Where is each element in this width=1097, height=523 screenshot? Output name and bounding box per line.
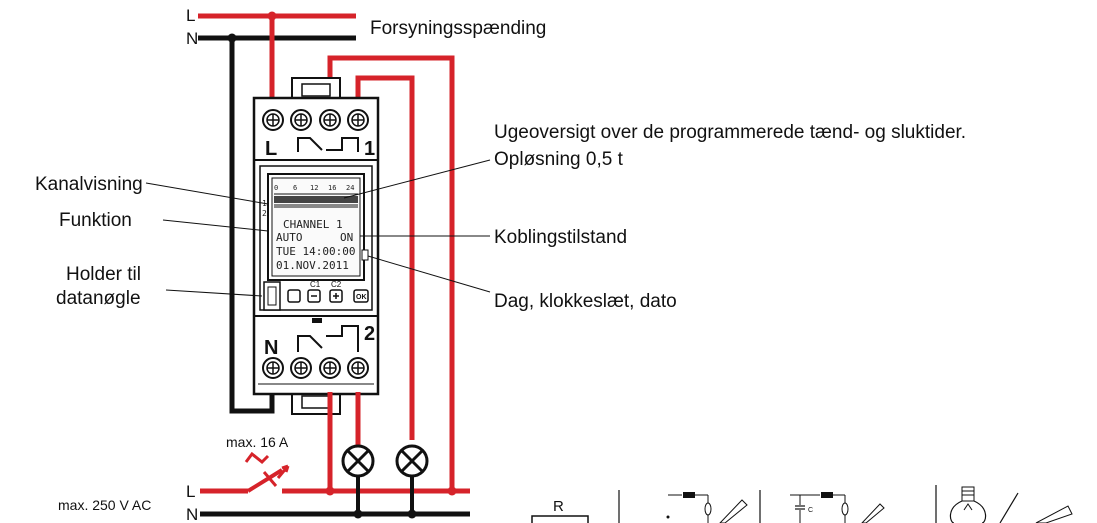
lcd-tick-label: 6 [293,184,297,192]
resistor-label: R [553,498,564,515]
lcd-switch-state: ON [340,231,353,244]
kanalvisning-label: Kanalvisning [35,174,143,195]
relay-contact-icon [297,137,359,152]
screw-terminal-icon [262,109,284,131]
load-label-L: L [186,482,195,501]
neutral-loop-wire [229,38,275,414]
screw-terminal-icon [290,109,312,131]
terminal-2-label: 2 [364,323,375,345]
screw-terminal-icon [290,357,312,379]
max-voltage-label: max. 250 V AC [58,497,151,513]
terminal-N-label: N [264,337,278,359]
screw-terminal-icon [347,109,369,131]
incandescent-bulb-icon [949,486,1073,523]
dag-klokkeslaet-label: Dag, klokkeslæt, dato [494,291,677,312]
funktion-label: Funktion [59,210,132,231]
supply-label-N: N [186,29,198,48]
junction-dot [447,486,457,496]
screw-terminal-icon [319,357,341,379]
compensated-lamp-icon: C [790,492,885,523]
timer-device: L 1 N 2 [252,77,380,415]
holder-label-line1: Holder til [66,264,141,285]
lcd-week-bar [274,204,358,208]
supply-wires: L N Forsyningsspænding [186,6,546,48]
top-terminals: L 1 [262,109,375,160]
load-label-N: N [186,505,198,523]
c2-label: C2 [331,280,342,289]
relay-contact-icon [297,325,359,352]
terminal-L-label: L [265,138,277,160]
lcd-channel-2: 2 [262,209,267,218]
holder-label-line2: datanøgle [56,288,141,309]
junction-dot [353,509,363,519]
circuit-breaker-icon [244,451,290,493]
lcd-channel-line: CHANNEL 1 [283,218,343,231]
lcd-date-line: 01.NOV.2011 [276,259,349,272]
screw-terminal-icon [319,109,341,131]
lcd-tick-label: 12 [310,184,318,192]
resistor-icon [531,515,589,523]
junction-dot [325,486,335,496]
supply-label-L: L [186,6,195,25]
lcd-tick-label: 24 [346,184,354,192]
capacitor-label: C [808,507,813,514]
ok-button[interactable] [353,289,369,303]
latch-slot [301,83,331,97]
leader-line [145,182,269,205]
data-key-slot [267,286,277,306]
lcd-time-line: TUE 14:00:00 [276,245,355,258]
output-wire-inner [355,75,415,440]
leader-line [165,289,263,297]
max-current-label: max. 16 A [226,434,289,450]
leader-line [343,159,491,199]
leader-line [367,255,491,293]
annotations: Kanalvisning Funktion Holder til datanøg… [35,122,966,312]
load-section: L N max. 250 V AC max. 16 A [58,392,470,523]
lcd-function-line: AUTO [276,231,303,244]
device-buttons: C1 C2 OK [263,280,369,311]
menu-button[interactable] [287,289,301,303]
screw-terminal-icon [262,357,284,379]
lamp-icon [341,444,375,478]
load-type-icons: R C [531,485,1073,523]
lcd-side-tab [361,249,369,261]
screw-terminal-icon [347,357,369,379]
lcd-tick-label: 16 [328,184,336,192]
lcd-week-bar [274,196,358,203]
latch-slot [301,395,331,409]
ok-button-label: OK [356,294,367,301]
ugeoversigt-label-line1: Ugeoversigt over de programmerede tænd- … [494,122,966,143]
lcd-display: 0 6 12 16 24 1 2 CHANNEL 1 AUTO ON TUE 1… [262,173,369,281]
data-key-holder[interactable] [263,281,281,311]
lcd-tick-label: 0 [274,184,278,192]
koblingstilstand-label: Koblingstilstand [494,227,627,248]
supply-caption: Forsyningsspænding [370,18,546,39]
junction-dot [407,509,417,519]
terminal-1-label: 1 [364,138,375,160]
fluorescent-lamp-icon [666,492,748,523]
lamp-icon [395,444,429,478]
bottom-terminals: N 2 [262,318,375,379]
ugeoversigt-label-line2: Opløsning 0,5 t [494,149,624,170]
indicator-led [312,318,322,323]
leader-line [162,219,269,232]
c1-label: C1 [310,280,321,289]
